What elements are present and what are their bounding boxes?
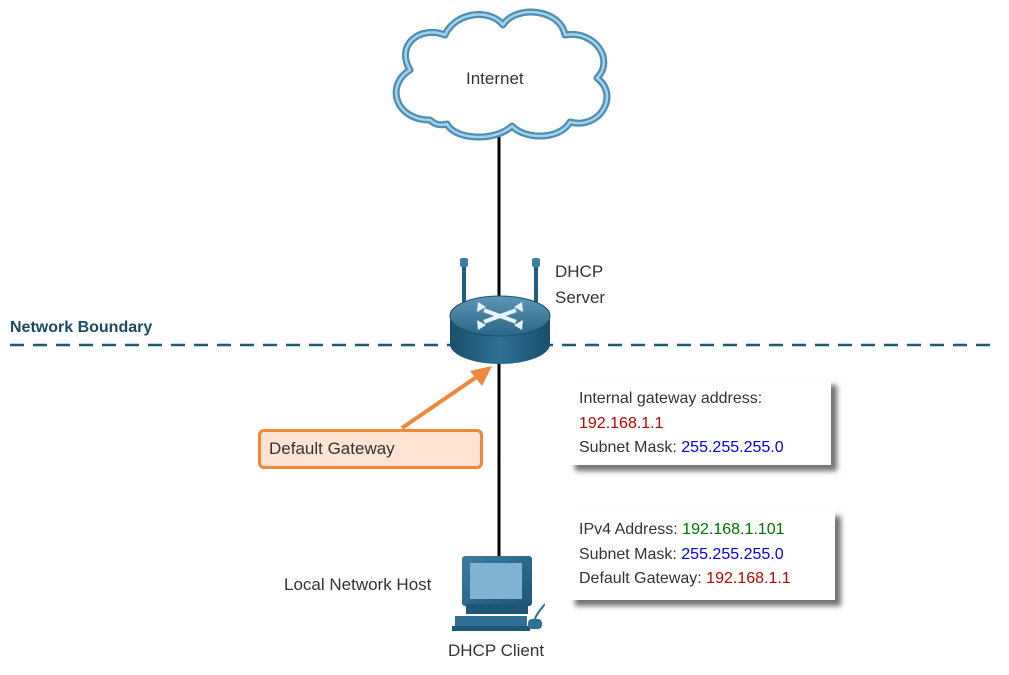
gateway-box-line1: Internal gateway address: (579, 390, 763, 407)
gateway-mask-row: Subnet Mask: 255.255.255.0 (579, 436, 821, 461)
host-gateway-value: 192.168.1.1 (706, 570, 791, 587)
callout-label: Default Gateway (269, 439, 395, 458)
gateway-mask-value: 255.255.255.0 (681, 439, 784, 456)
host-mask-row: Subnet Mask: 255.255.255.0 (579, 543, 825, 568)
router-label-line2: Server (555, 288, 606, 307)
host-ipv4-row: IPv4 Address: 192.168.1.101 (579, 518, 825, 543)
host-mask-value: 255.255.255.0 (681, 545, 784, 563)
router-label-line1: DHCP (555, 262, 604, 281)
cloud-label: Internet (466, 69, 524, 88)
gateway-address-value: 192.168.1.1 (579, 414, 664, 432)
host-mask-label: Subnet Mask: (579, 545, 682, 563)
router-icon (449, 258, 551, 364)
host-info-box: IPv4 Address: 192.168.1.101 Subnet Mask:… (569, 510, 835, 600)
gateway-mask-label: Subnet Mask: (579, 439, 682, 456)
host-sublabel: DHCP Client (448, 641, 545, 660)
host-ipv4-value: 192.168.1.101 (682, 521, 785, 538)
host-gateway-label: Default Gateway: (579, 570, 707, 587)
host-label: Local Network Host (284, 575, 432, 594)
computer-icon (452, 556, 546, 631)
host-gateway-row: Default Gateway: 192.168.1.1 (579, 567, 825, 592)
cloud-icon (392, 8, 611, 141)
gateway-info-box: Internal gateway address: 192.168.1.1 Su… (569, 379, 831, 465)
network-boundary-label: Network Boundary (10, 319, 153, 336)
default-gateway-callout: Default Gateway (258, 429, 483, 469)
host-ipv4-label: IPv4 Address: (579, 521, 683, 538)
arrow-icon (400, 366, 492, 430)
